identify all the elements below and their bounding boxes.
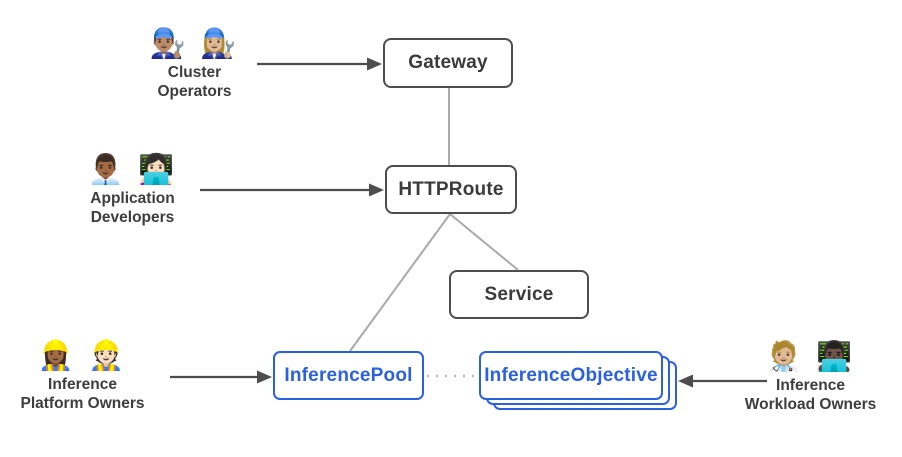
inference-workload-owners-icon: 🧑🏼‍⚕️ 👨🏿‍💻	[765, 341, 856, 373]
httproute-node: HTTPRoute	[385, 165, 517, 214]
gateway-label: Gateway	[408, 52, 488, 73]
edge-httproute-service	[449, 213, 519, 271]
inference-platform-owners-icon: 👷🏾‍♀️ 👷🏻	[37, 340, 128, 372]
service-label: Service	[484, 283, 554, 305]
cluster-operators-icon: 👨🏽‍🔧 👩🏼‍🔧	[149, 28, 240, 60]
inference-workload-owners-label: Inference Workload Owners	[744, 377, 877, 413]
cluster-operators-label: Cluster Operators	[157, 64, 232, 100]
application-developers-label: Application Developers	[90, 190, 175, 226]
actor-inference-platform-owners: 👷🏾‍♀️ 👷🏻 Inference Platform Owners	[0, 338, 165, 414]
gateway-node: Gateway	[383, 38, 513, 88]
edge-httproute-inferencepool	[349, 213, 451, 352]
arrow-inference-workload-owners	[678, 374, 767, 388]
inference-objective-node: InferenceObjective	[479, 351, 663, 400]
service-node: Service	[449, 270, 589, 319]
inference-pool-node: InferencePool	[273, 351, 424, 400]
application-developers-icon: 👨🏾‍💼 👩🏻‍💻	[87, 154, 178, 186]
inference-pool-label: InferencePool	[284, 364, 413, 386]
inference-platform-owners-label: Inference Platform Owners	[20, 376, 145, 412]
arrow-application-developers	[200, 183, 384, 197]
inference-objective-label: InferenceObjective	[484, 364, 658, 386]
arrow-cluster-operators	[257, 57, 382, 71]
httproute-label: HTTPRoute	[398, 178, 504, 200]
actor-cluster-operators: 👨🏽‍🔧 👩🏼‍🔧 Cluster Operators	[112, 26, 277, 102]
actor-inference-workload-owners: 🧑🏼‍⚕️ 👨🏿‍💻 Inference Workload Owners	[728, 339, 893, 415]
arrow-inference-platform-owners	[170, 370, 272, 384]
actor-application-developers: 👨🏾‍💼 👩🏻‍💻 Application Developers	[50, 152, 215, 228]
